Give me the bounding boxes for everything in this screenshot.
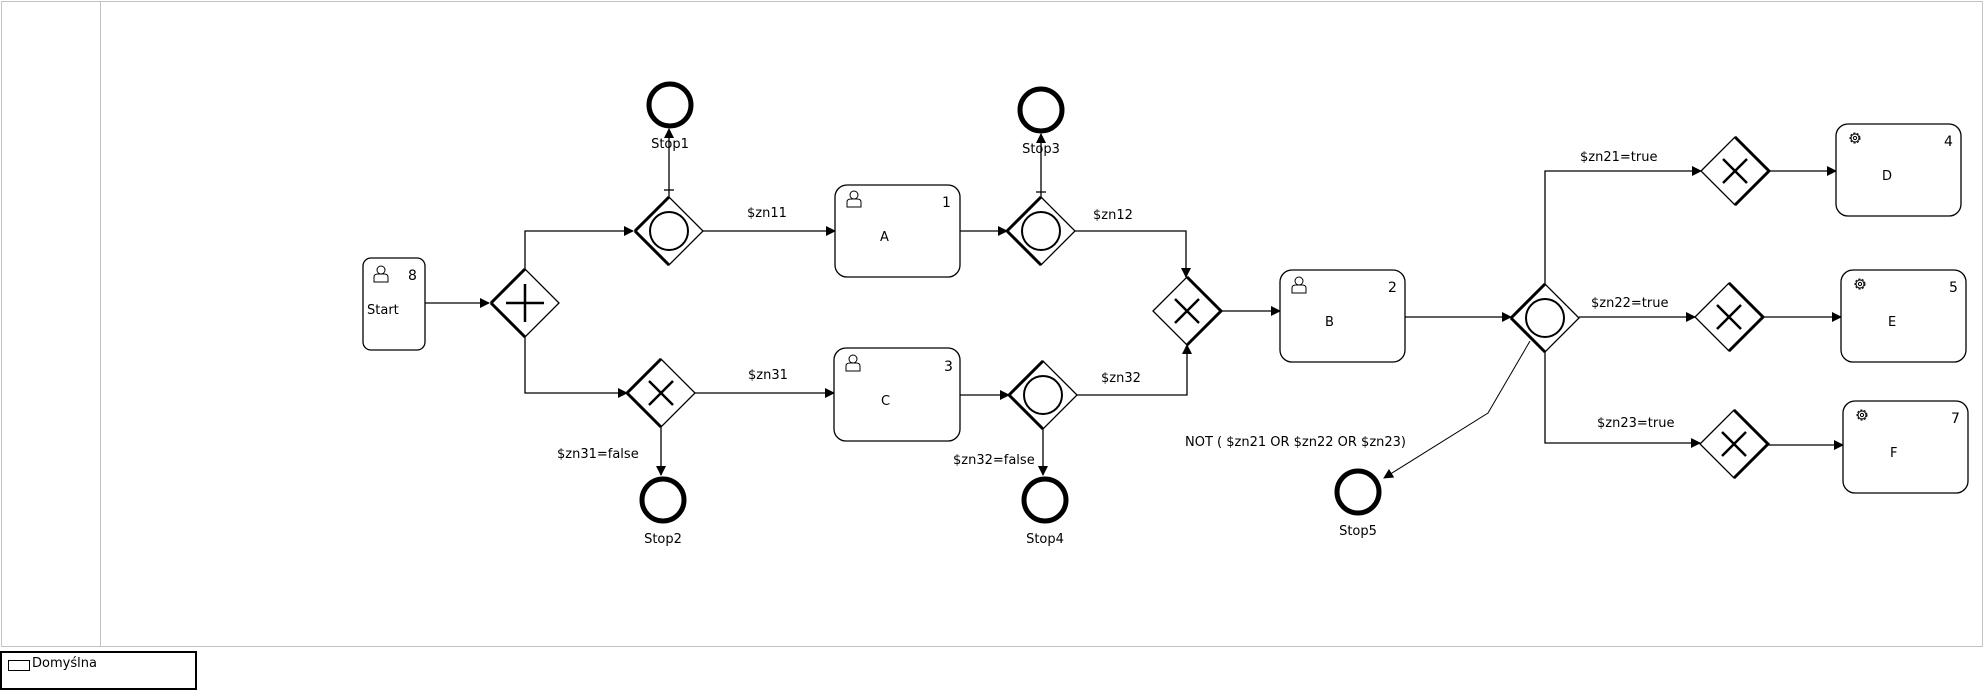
task-number: 8 <box>408 268 417 284</box>
task-number: 1 <box>942 195 951 211</box>
exclusive-gateway-e[interactable] <box>1694 281 1766 353</box>
task-label: C <box>881 394 890 409</box>
x-icon <box>1721 431 1747 457</box>
task-number: 3 <box>944 359 953 375</box>
flow-label-zn32: $zn32 <box>1101 371 1141 386</box>
task-number: 2 <box>1388 280 1397 296</box>
inclusive-gateway-or3[interactable] <box>1007 359 1078 431</box>
parallel-gateway[interactable] <box>489 267 560 339</box>
task-e[interactable]: 5 E <box>1840 269 1967 363</box>
end-event-stop3[interactable]: Stop3 <box>1017 86 1065 157</box>
task-label: Start <box>367 303 399 318</box>
exclusive-gateway-xor1[interactable] <box>625 357 696 429</box>
flow-label-zn22-true: $zn22=true <box>1591 296 1668 311</box>
task-start[interactable]: 8 Start <box>362 257 426 351</box>
legend-swatch <box>8 660 30 671</box>
task-number: 7 <box>1951 411 1960 427</box>
circle-icon <box>1525 298 1565 338</box>
task-label: E <box>1888 315 1896 330</box>
exclusive-gateway-f[interactable] <box>1699 408 1771 480</box>
event-label: Stop2 <box>644 532 682 547</box>
flow-or4-xd[interactable] <box>1544 166 1702 284</box>
flow-label-default-condition: NOT ( $zn21 OR $zn22 OR $zn23) <box>1185 435 1406 450</box>
circle-icon <box>1023 375 1063 415</box>
event-label: Stop3 <box>1022 142 1060 157</box>
end-event-stop2[interactable]: Stop2 <box>639 476 687 547</box>
flow-label-zn21-true: $zn21=true <box>1580 150 1657 165</box>
flow-label-zn32-false: $zn32=false <box>953 453 1035 468</box>
task-number: 5 <box>1949 280 1958 296</box>
task-label: F <box>1890 446 1897 461</box>
x-icon <box>648 380 674 406</box>
legend: Domyślna <box>0 651 197 690</box>
inclusive-gateway-or2[interactable] <box>1005 195 1076 267</box>
task-number: 4 <box>1944 134 1953 150</box>
flow-label-zn23-true: $zn23=true <box>1597 416 1674 431</box>
sequence-flows <box>425 128 1844 479</box>
task-a[interactable]: 1 A <box>834 184 961 278</box>
flow-label-zn31-false: $zn31=false <box>557 447 639 462</box>
flow-label-zn11: $zn11 <box>747 206 787 221</box>
flow-or4-stop5-default[interactable] <box>1383 340 1531 479</box>
task-label: B <box>1325 315 1334 330</box>
flow-or4-xf[interactable] <box>1544 352 1701 448</box>
flow-parallel-or1[interactable] <box>524 226 634 269</box>
flow-label-zn12: $zn12 <box>1093 208 1133 223</box>
plus-icon <box>506 284 544 322</box>
x-icon <box>1722 158 1748 184</box>
event-label: Stop1 <box>651 137 689 152</box>
circle-icon <box>1021 211 1061 251</box>
exclusive-gateway-join[interactable] <box>1152 275 1224 347</box>
x-icon <box>1174 298 1200 324</box>
task-label: D <box>1882 169 1892 184</box>
x-icon <box>1716 304 1742 330</box>
event-label: Stop4 <box>1026 532 1064 547</box>
legend-label: Domyślna <box>32 656 97 671</box>
task-f[interactable]: 7 F <box>1842 400 1969 494</box>
flow-parallel-xor1[interactable] <box>524 337 628 398</box>
event-label: Stop5 <box>1339 524 1377 539</box>
flow-or3-xorjoin[interactable] <box>1077 344 1192 396</box>
task-d[interactable]: 4 D <box>1835 123 1962 217</box>
flow-label-zn31: $zn31 <box>748 368 788 383</box>
end-event-stop1[interactable]: Stop1 <box>646 81 694 152</box>
end-event-stop4[interactable]: Stop4 <box>1021 476 1069 547</box>
end-event-stop5[interactable]: Stop5 <box>1334 468 1382 539</box>
inclusive-gateway-or1[interactable] <box>633 195 704 267</box>
inclusive-gateway-or4[interactable] <box>1509 282 1580 354</box>
diagram-canvas[interactable] <box>1 1 1983 647</box>
task-c[interactable]: 3 C <box>833 347 961 442</box>
circle-icon <box>649 211 689 251</box>
flow-or2-xorjoin[interactable] <box>1075 230 1191 278</box>
task-b[interactable]: 2 B <box>1279 269 1406 363</box>
lane-header <box>1 1 101 647</box>
task-label: A <box>880 230 889 245</box>
exclusive-gateway-d[interactable] <box>1700 135 1772 207</box>
